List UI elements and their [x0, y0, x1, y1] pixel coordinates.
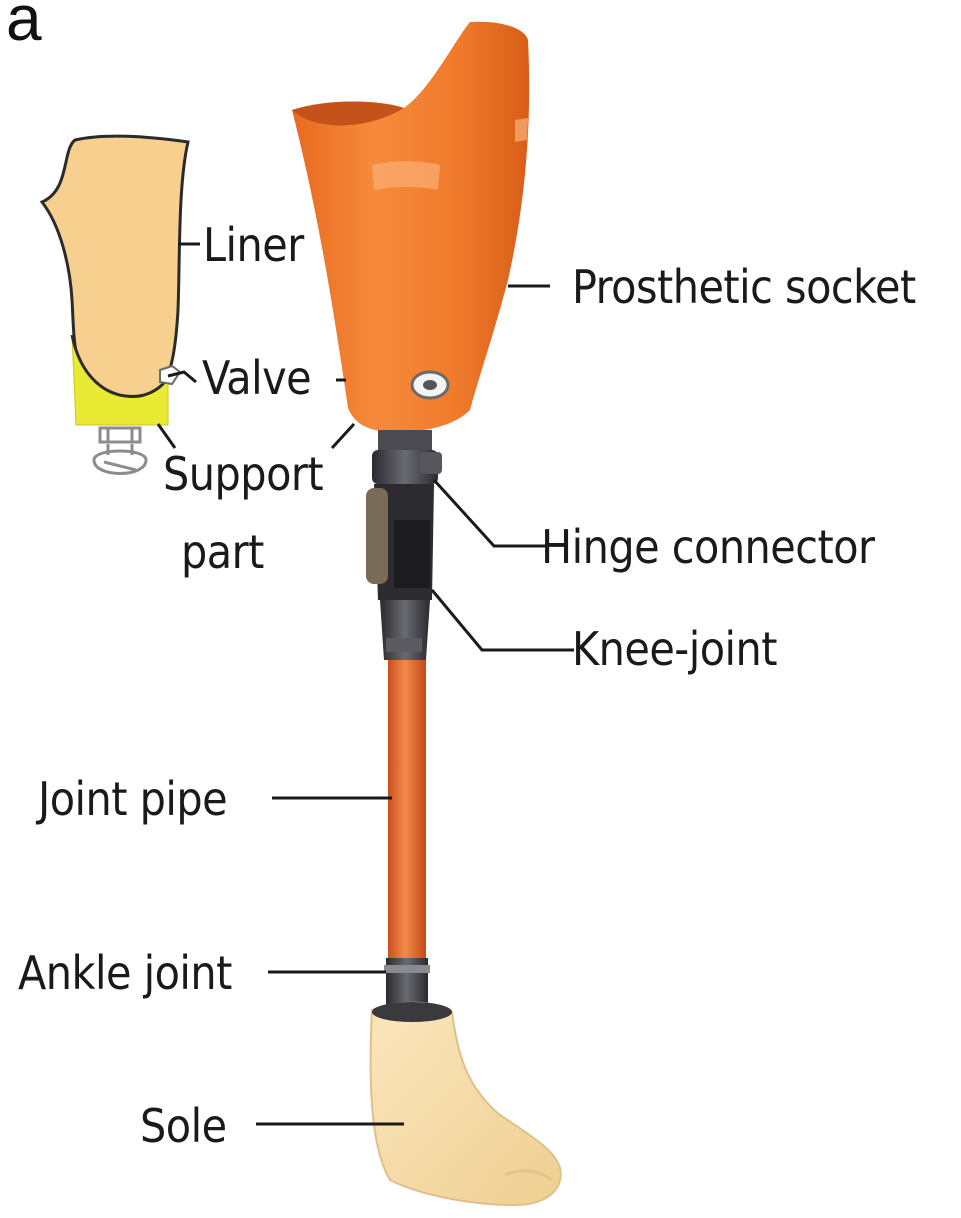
panel-letter: a: [6, 0, 41, 50]
liner-shape: [42, 136, 188, 397]
label-support-part-line1: Support: [163, 451, 323, 497]
knee-joint: [366, 484, 434, 660]
label-hinge-connector: Hinge connector: [541, 524, 875, 570]
label-valve: Valve: [202, 355, 311, 401]
label-joint-pipe: Joint pipe: [38, 776, 227, 822]
label-liner: Liner: [203, 222, 304, 268]
hinge-connector: [372, 430, 442, 484]
label-knee-joint: Knee-joint: [572, 626, 777, 672]
socket-body: [292, 22, 529, 432]
prosthetic-foot: [371, 1002, 561, 1205]
label-ankle-joint: Ankle joint: [18, 950, 232, 996]
leader-support: [158, 424, 175, 448]
leader-knee: [432, 590, 574, 650]
label-prosthetic-socket: Prosthetic socket: [572, 264, 916, 310]
leader-hinge: [434, 480, 546, 546]
label-sole: Sole: [140, 1103, 227, 1149]
foot-shape: [371, 1003, 561, 1205]
prosthetic-socket: [292, 22, 529, 432]
label-support-part-line2: part: [181, 529, 264, 575]
adapter-clamp: [94, 428, 146, 474]
leader-support-socket: [332, 424, 354, 448]
socket-highlight: [372, 161, 440, 190]
joint-pipe: [388, 660, 426, 960]
ankle-joint: [384, 958, 430, 1006]
liner-inset: [42, 136, 188, 473]
